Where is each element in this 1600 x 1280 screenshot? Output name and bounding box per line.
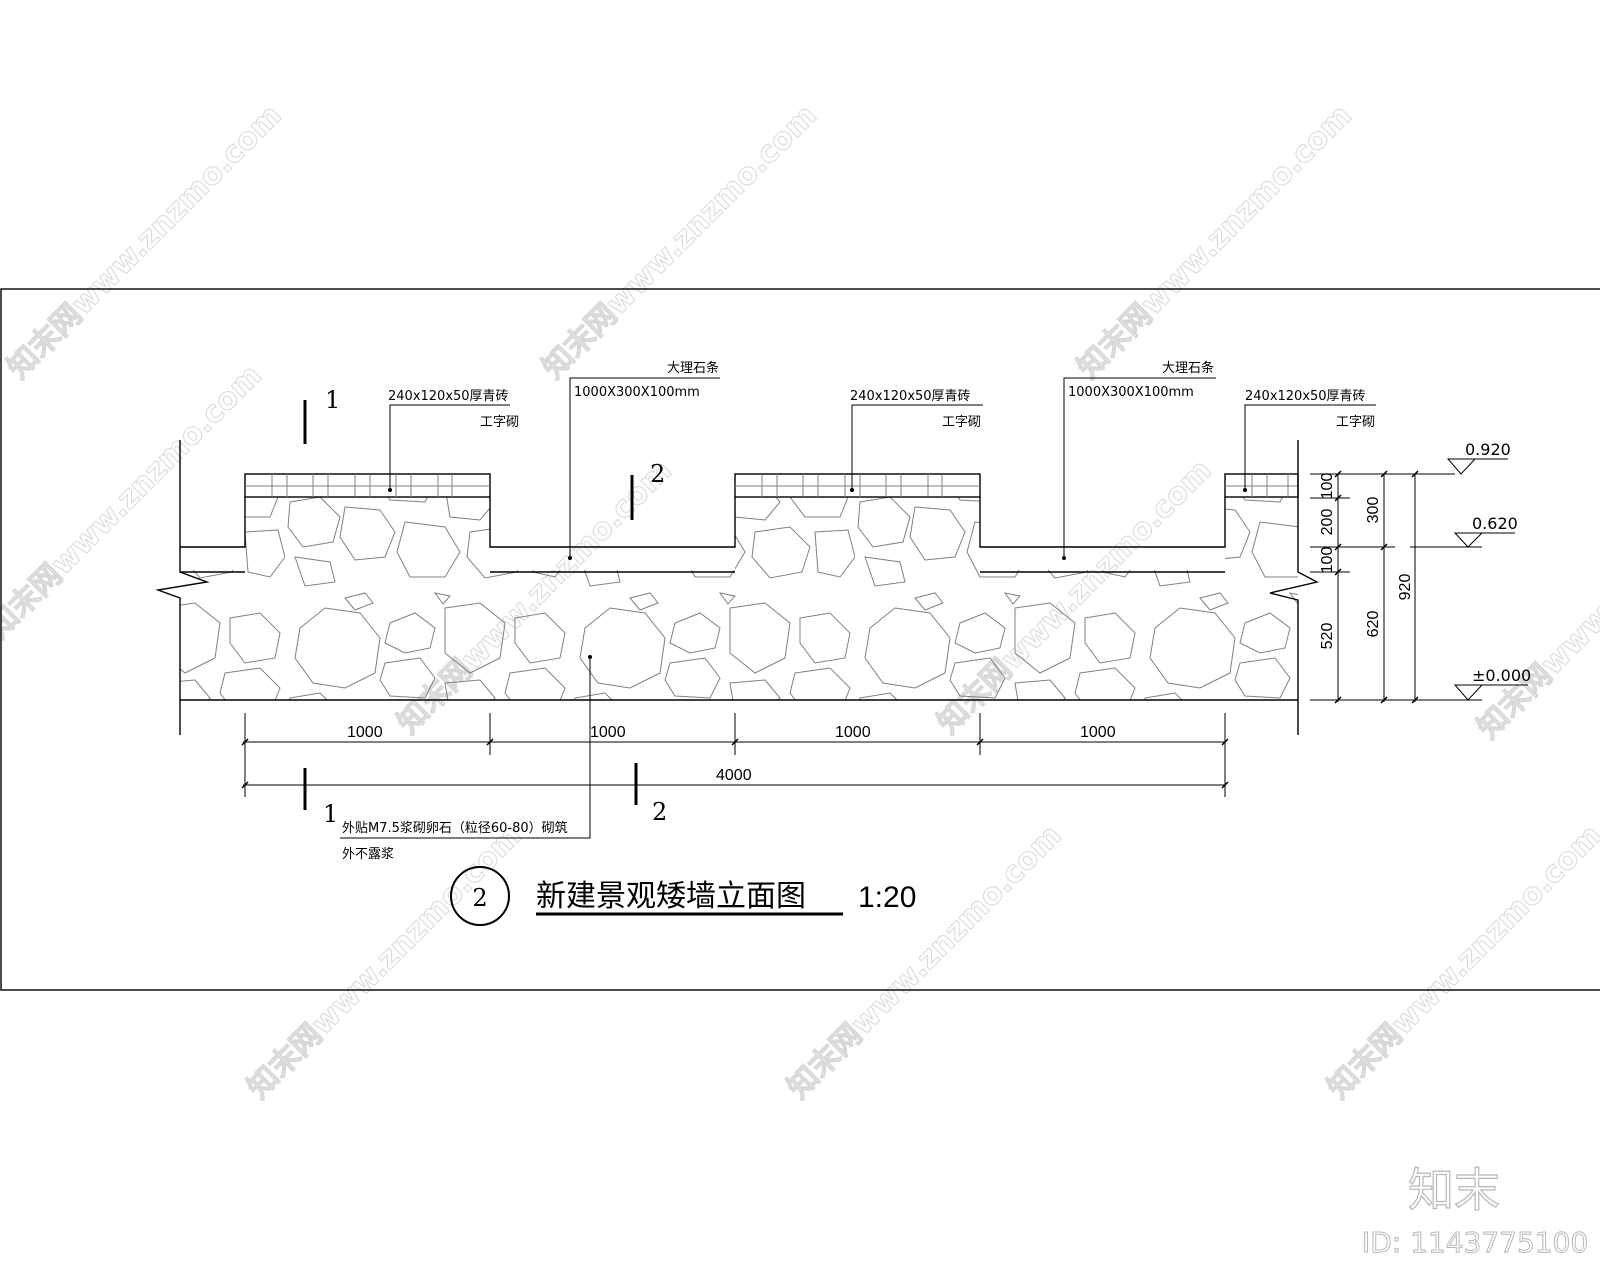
asset-id: ID: 1143775100 xyxy=(1362,1226,1588,1259)
svg-text:1: 1 xyxy=(323,800,338,828)
svg-text:1000: 1000 xyxy=(347,724,383,741)
svg-text:300: 300 xyxy=(1365,497,1382,524)
brick-cap-1 xyxy=(244,473,491,498)
drawing-number-circle xyxy=(450,866,510,926)
drawing-title-block: 2 新建景观矮墙立面图 1:20 xyxy=(450,866,916,926)
section-mark-1: 1 1 xyxy=(303,386,340,828)
callout-marble-1: 大理石条 1000X300X100mm xyxy=(568,360,720,560)
svg-text:240x120x50厚青砖: 240x120x50厚青砖 xyxy=(1245,389,1366,404)
svg-text:工字砌: 工字砌 xyxy=(480,415,519,430)
callout-brick-3: 240x120x50厚青砖 工字砌 xyxy=(1243,389,1376,492)
svg-text:1000X300X100mm: 1000X300X100mm xyxy=(574,385,700,400)
svg-text:±0.000: ±0.000 xyxy=(1472,666,1531,685)
watermark-text: 知末网www.znzmo.com xyxy=(1,98,289,386)
svg-text:1000X300X100mm: 1000X300X100mm xyxy=(1068,385,1194,400)
elevation-marker-mid: 0.620 xyxy=(1453,514,1518,548)
brick-cap-2 xyxy=(734,473,981,498)
watermark-text: 知末网www.znzmo.com xyxy=(781,818,1069,1106)
drawing-title: 新建景观矮墙立面图 xyxy=(536,879,806,914)
svg-text:200: 200 xyxy=(1319,509,1336,536)
wall-elevation xyxy=(155,440,1319,735)
brand-logo-text: 知末 xyxy=(1408,1163,1500,1217)
svg-text:100: 100 xyxy=(1319,473,1336,500)
elevation-marker-ground: ±0.000 xyxy=(1453,666,1531,701)
svg-text:240x120x50厚青砖: 240x120x50厚青砖 xyxy=(388,389,509,404)
svg-text:920: 920 xyxy=(1397,574,1414,601)
svg-text:外贴M7.5浆砌卵石（粒径60-80）砌筑: 外贴M7.5浆砌卵石（粒径60-80）砌筑 xyxy=(342,820,568,836)
svg-text:工字砌: 工字砌 xyxy=(1336,415,1375,430)
watermark-text: 知末网www.znzmo.com xyxy=(1071,98,1359,386)
svg-text:大理石条: 大理石条 xyxy=(667,360,719,376)
brand-watermark: 知末 ID: 1143775100 xyxy=(1362,1162,1589,1259)
drawing-scale: 1:20 xyxy=(858,881,916,914)
dimension-vertical: 100 200 100 520 300 620 920 xyxy=(1310,470,1482,704)
svg-text:1000: 1000 xyxy=(835,724,871,741)
svg-text:2: 2 xyxy=(650,460,665,488)
watermark-text: 知末网www.znzmo.com xyxy=(536,98,824,386)
svg-text:100: 100 xyxy=(1319,547,1336,574)
svg-text:1: 1 xyxy=(325,386,340,414)
svg-text:外不露浆: 外不露浆 xyxy=(342,847,394,862)
svg-text:工字砌: 工字砌 xyxy=(942,415,981,430)
svg-text:240x120x50厚青砖: 240x120x50厚青砖 xyxy=(850,389,971,404)
svg-text:0.920: 0.920 xyxy=(1465,440,1511,459)
section-mark-2: 2 2 xyxy=(630,460,667,826)
svg-text:520: 520 xyxy=(1319,623,1336,650)
callout-pebble: 外贴M7.5浆砌卵石（粒径60-80）砌筑 外不露浆 xyxy=(340,655,592,862)
callout-brick-2: 240x120x50厚青砖 工字砌 xyxy=(850,389,983,492)
watermark-text: 知末网www.znzmo.com xyxy=(1321,818,1600,1106)
callout-brick-1: 240x120x50厚青砖 工字砌 xyxy=(388,389,519,492)
svg-text:1000: 1000 xyxy=(1080,724,1116,741)
drawing-frame xyxy=(0,288,1600,991)
svg-text:4000: 4000 xyxy=(716,767,752,784)
svg-text:620: 620 xyxy=(1365,611,1382,638)
svg-text:大理石条: 大理石条 xyxy=(1162,360,1214,376)
callout-marble-2: 大理石条 1000X300X100mm xyxy=(1062,360,1216,560)
elevation-marker-top: 0.920 xyxy=(1446,440,1511,475)
brick-cap-3 xyxy=(1224,473,1299,498)
drawing-number: 2 xyxy=(472,884,487,912)
svg-text:0.620: 0.620 xyxy=(1472,514,1518,533)
svg-text:2: 2 xyxy=(652,798,667,826)
dimension-horizontal: 1000 1000 1000 1000 4000 xyxy=(241,713,1229,797)
watermark-text: 知末网www.znzmo.com xyxy=(1471,458,1600,746)
svg-text:1000: 1000 xyxy=(590,724,626,741)
